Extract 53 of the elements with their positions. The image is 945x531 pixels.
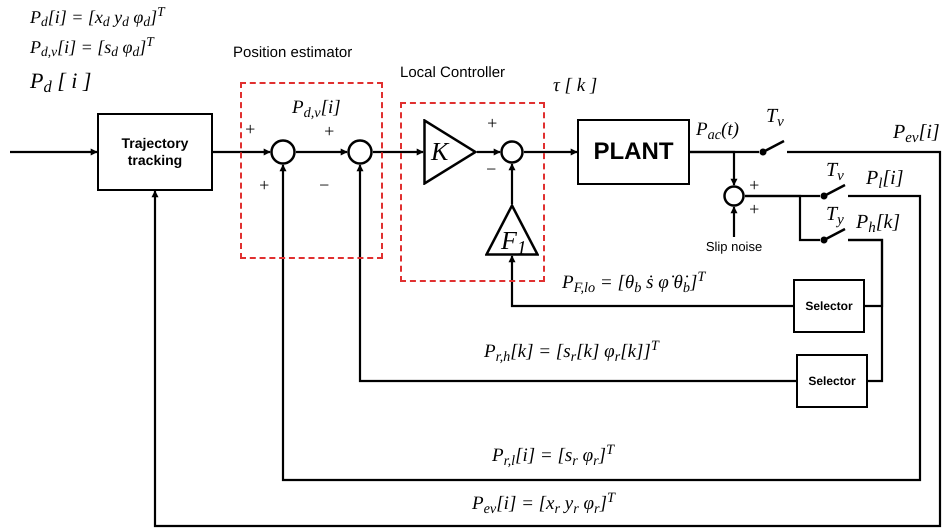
signal-arrow <box>356 164 796 382</box>
math-label: + <box>748 176 760 194</box>
process-block: Trajectory tracking <box>97 113 213 191</box>
plant-block: PLANT <box>577 119 690 185</box>
math-label: P$_{d,v}$[i] = [s$_{d}$ φ$_{d}$]$^{T}$ <box>30 38 154 56</box>
math-label: + <box>486 114 498 132</box>
switch-symbol <box>759 138 787 156</box>
signal-line <box>745 194 820 242</box>
signal-label: P$_{ac}$(t) <box>694 120 741 139</box>
switch-label: T$_{v}$ <box>826 160 844 180</box>
signal-arrow <box>508 163 516 204</box>
math-label: + <box>748 200 760 218</box>
summing-junction <box>500 140 524 164</box>
math-label: + <box>323 122 336 140</box>
signal-arrow <box>477 148 501 156</box>
math-label: + <box>258 176 270 194</box>
gain-symbol: K <box>431 139 448 165</box>
signal-arrow <box>296 148 348 156</box>
signal-label: P$_{d,v}$[i] <box>290 98 343 117</box>
signal-arrow <box>373 148 424 156</box>
math-label: − <box>485 160 498 178</box>
signal-label: P$_{F,lo}$ = [θ$_{b}$ ṡ φ̇ θ̇$_{b}$]$^{T}$ <box>560 273 708 292</box>
group-title: Position estimator <box>233 43 352 63</box>
math-label: P$_{h}$[k] <box>856 212 900 232</box>
switch-symbol <box>820 226 848 244</box>
signal-label: P$_{r,l}$[i] = [s$_{r}$ φ$_{r}$]$^{T}$ <box>490 446 616 465</box>
math-label: P$_{l}$[i] <box>866 168 904 188</box>
signal-arrow <box>524 148 578 156</box>
signal-label: P$_{ev}$[i] = [x$_{r}$ y$_{r}$ φ$_{r}$]$^{T}$ <box>470 494 617 513</box>
selector-block: Selector <box>796 354 868 408</box>
math-label: P$_{d}$[i] = [x$_{d}$ y$_{d}$ φ$_{d}$]$^{T}$ <box>30 8 165 26</box>
math-label: P$_{ev}$[i] <box>893 122 940 142</box>
signal-arrow <box>690 150 738 186</box>
switch-symbol <box>820 182 848 200</box>
summing-junction <box>270 139 296 165</box>
signal-arrow <box>10 148 98 156</box>
math-label: + <box>244 120 256 138</box>
summing-junction <box>723 185 745 207</box>
signal-arrow <box>152 150 942 528</box>
group-title: Local Controller <box>400 63 506 83</box>
switch-label: T$_{v}$ <box>766 106 784 126</box>
noise-label: Slip noise <box>697 237 771 253</box>
signal-label: τ [ k ] <box>551 76 600 95</box>
signal-line <box>848 238 884 382</box>
summing-junction <box>347 139 373 165</box>
signal-arrow <box>508 255 793 308</box>
selector-block: Selector <box>793 279 865 333</box>
signal-arrow <box>213 148 271 156</box>
math-label: − <box>318 176 330 194</box>
signal-label: P$_{r,h}$[k] = [s$_{r}$[k] φ$_{r}$[k]]$^{T}$ <box>482 342 661 361</box>
math-label: P$_{d}$ [ i ] <box>30 70 92 92</box>
signal-arrow <box>730 206 738 237</box>
signal-arrow <box>280 164 922 482</box>
